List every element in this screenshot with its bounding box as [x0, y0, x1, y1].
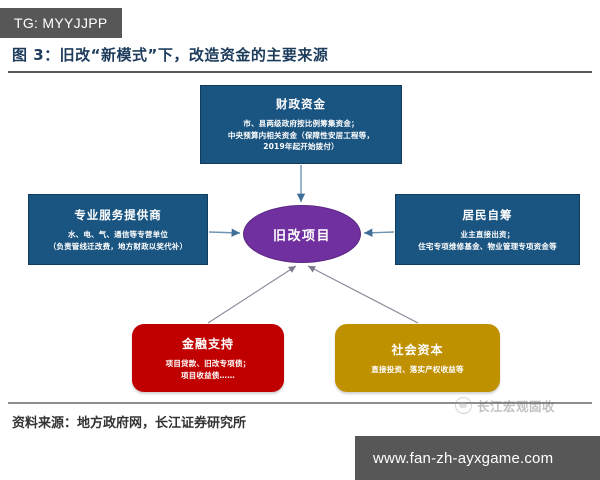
node-professional-service-provider[interactable]: 专业服务提供商 水、电、气、通信等专营单位 （负责管线迁改费，地方财政以奖代补）	[28, 194, 208, 265]
funding-sources-diagram: 财政资金 市、县两级政府按比例筹集资金； 中央预算内相关资金（保障性安居工程等，…	[0, 75, 600, 400]
node-financial-support[interactable]: 金融支持 项目贷款、旧改专项债； 项目收益债……	[132, 324, 284, 392]
node-renovation-project-title: 旧改项目	[272, 228, 331, 244]
node-financial-support-title: 金融支持	[181, 336, 234, 351]
website-url-banner: www.fan-zh-ayxgame.com	[355, 436, 600, 480]
page-title: 图 3：旧改“新模式”下，改造资金的主要来源	[12, 46, 329, 64]
title-divider	[8, 71, 592, 73]
node-financial-support-body: 项目贷款、旧改专项债； 项目收益债……	[161, 358, 256, 381]
node-professional-service-provider-title: 专业服务提供商	[74, 207, 162, 222]
node-fiscal-funds-line2: 中央预算内相关资金（保障性安居工程等，	[227, 130, 375, 140]
node-fiscal-funds-line3: 2019年起开始拨付）	[263, 142, 339, 152]
node-social-capital[interactable]: 社会资本 直接投资、落实产权收益等	[335, 324, 500, 392]
node-renovation-project[interactable]: 旧改项目	[243, 205, 361, 263]
telegram-channel-badge: TG: MYYJJPP	[0, 8, 122, 38]
node-resident-self-raised-body: 业主直接出资； 住宅专项维修基金、物业管理专项资金等	[413, 229, 562, 252]
publisher-watermark: 长江宏观固收	[455, 396, 555, 415]
node-professional-service-provider-body: 水、电、气、通信等专营单位 （负责管线迁改费，地方财政以奖代补）	[44, 229, 193, 252]
node-fiscal-funds-line1: 市、县两级政府按比例筹集资金；	[243, 119, 359, 129]
publisher-watermark-text: 长江宏观固收	[477, 399, 556, 414]
footer-divider	[8, 402, 592, 404]
publisher-logo-icon	[455, 397, 472, 414]
node-social-capital-title: 社会资本	[391, 342, 444, 357]
node-fiscal-funds-title: 财政资金	[276, 97, 326, 112]
connector-lines	[207, 165, 419, 324]
node-financial-support-line2: 项目收益债……	[181, 370, 235, 380]
node-fiscal-funds-body: 市、县两级政府按比例筹集资金； 中央预算内相关资金（保障性安居工程等， 2019…	[223, 118, 379, 153]
node-resident-self-raised-line2: 住宅专项维修基金、物业管理专项资金等	[418, 241, 557, 251]
node-resident-self-raised-title: 居民自筹	[462, 207, 513, 222]
node-fiscal-funds[interactable]: 财政资金 市、县两级政府按比例筹集资金； 中央预算内相关资金（保障性安居工程等，…	[200, 85, 402, 164]
node-financial-support-line1: 项目贷款、旧改专项债；	[165, 358, 251, 368]
node-resident-self-raised[interactable]: 居民自筹 业主直接出资； 住宅专项维修基金、物业管理专项资金等	[395, 194, 580, 265]
node-social-capital-body: 直接投资、落实产权收益等	[366, 364, 468, 376]
node-professional-service-provider-line2: （负责管线迁改费，地方财政以奖代补）	[48, 241, 188, 251]
node-social-capital-line1: 直接投资、落实产权收益等	[371, 364, 464, 374]
source-note: 资料来源：地方政府网，长江证券研究所	[12, 416, 247, 431]
node-resident-self-raised-line1: 业主直接出资；	[460, 229, 515, 239]
node-professional-service-provider-line1: 水、电、气、通信等专营单位	[67, 229, 169, 239]
